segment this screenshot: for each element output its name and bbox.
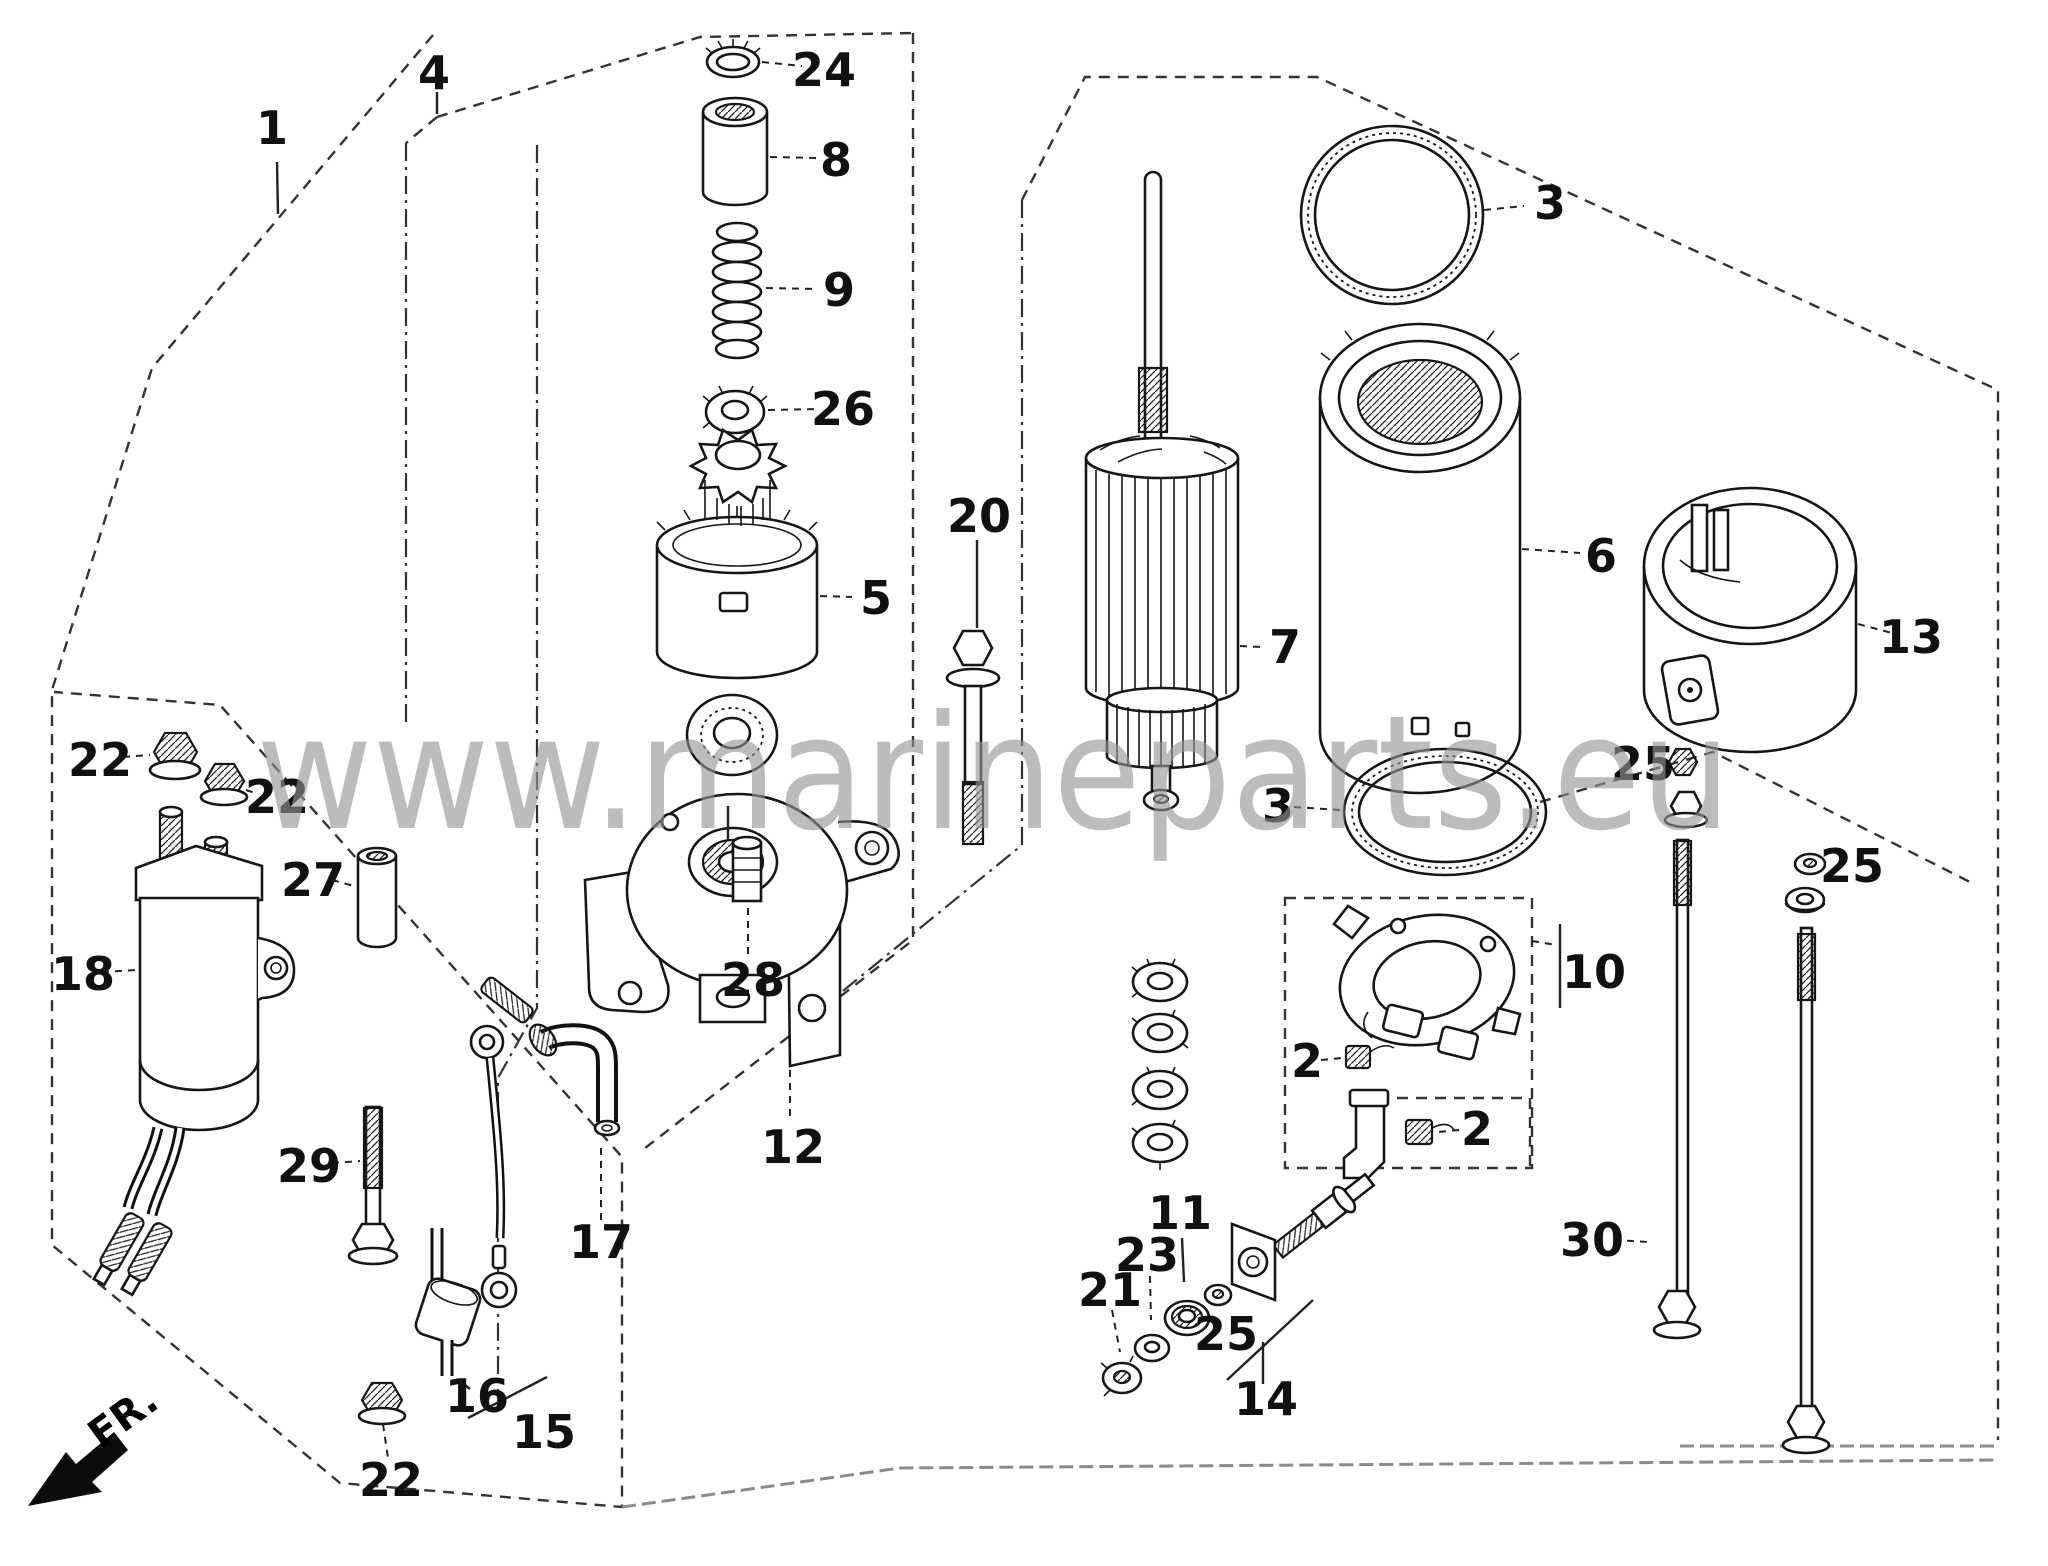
part-callout-12: 12 bbox=[761, 1120, 825, 1174]
part-callout-26: 26 bbox=[811, 382, 875, 436]
part-spacer-28 bbox=[731, 835, 763, 903]
part-bolt-29 bbox=[347, 1105, 399, 1266]
group-boundaries bbox=[50, 31, 2000, 1509]
part-callout-21: 21 bbox=[1078, 1263, 1142, 1317]
part-callout-2b: 2 bbox=[1461, 1102, 1493, 1156]
part-callout-11: 11 bbox=[1148, 1186, 1212, 1240]
part-callout-10: 10 bbox=[1562, 945, 1626, 999]
parts-art bbox=[92, 39, 1858, 1455]
part-callout-16: 16 bbox=[445, 1369, 509, 1423]
part-washer-25c bbox=[1203, 1283, 1233, 1307]
part-nut-22b bbox=[199, 762, 249, 807]
part-brush-2b bbox=[1404, 1118, 1455, 1146]
part-callout-2a: 2 bbox=[1291, 1034, 1323, 1088]
part-callout-25a: 25 bbox=[1611, 737, 1675, 791]
part-callout-28: 28 bbox=[721, 953, 785, 1007]
part-brush-2a bbox=[1344, 1044, 1395, 1070]
part-washer-25b bbox=[1784, 852, 1827, 914]
part-callout-24: 24 bbox=[792, 43, 856, 97]
part-callout-9: 9 bbox=[823, 263, 855, 317]
part-cable-15 bbox=[469, 976, 534, 1309]
part-bushing-8 bbox=[701, 96, 769, 207]
part-oring-3-bottom bbox=[1342, 747, 1548, 877]
part-brush-holder-10 bbox=[1332, 904, 1522, 1061]
part-callout-25b: 25 bbox=[1820, 839, 1884, 893]
part-callout-3a: 3 bbox=[1534, 176, 1566, 230]
part-callout-6: 6 bbox=[1585, 529, 1617, 583]
part-through-bolt-a bbox=[1652, 838, 1702, 1340]
part-washer-stack bbox=[1131, 958, 1189, 1170]
part-callout-17: 17 bbox=[569, 1215, 633, 1269]
part-housing-6 bbox=[1318, 322, 1522, 795]
part-armature-7 bbox=[1084, 170, 1240, 812]
part-washer-26 bbox=[702, 385, 768, 439]
part-washer-21 bbox=[1100, 1355, 1143, 1397]
part-callout-8: 8 bbox=[820, 133, 852, 187]
part-callout-4: 4 bbox=[418, 46, 450, 100]
part-callout-1: 1 bbox=[256, 101, 288, 155]
part-nut-25a bbox=[1663, 747, 1709, 829]
part-thrust-washer bbox=[685, 693, 779, 777]
part-joint-16 bbox=[414, 1228, 482, 1376]
watermark-text: www.marineparts.eu bbox=[256, 682, 1731, 866]
part-spacer-27 bbox=[356, 846, 398, 949]
part-callout-27: 27 bbox=[281, 853, 345, 907]
part-callout-22c: 22 bbox=[359, 1453, 423, 1507]
part-nut-22a bbox=[148, 731, 202, 781]
fr-arrow-icon bbox=[28, 1432, 128, 1506]
part-callout-22a: 22 bbox=[68, 733, 132, 787]
part-snap-ring-24 bbox=[705, 39, 761, 79]
part-solenoid-18 bbox=[92, 805, 296, 1297]
part-washer-11 bbox=[1163, 1299, 1211, 1337]
part-callout-22b: 22 bbox=[245, 770, 309, 824]
leader-lines bbox=[101, 61, 1893, 1459]
part-oring-3-top bbox=[1299, 124, 1485, 306]
part-callout-25c: 25 bbox=[1194, 1307, 1258, 1361]
part-washer-23 bbox=[1133, 1333, 1171, 1363]
part-callout-20: 20 bbox=[947, 489, 1011, 543]
part-through-bolt-b bbox=[1781, 926, 1831, 1455]
part-spring-9 bbox=[711, 221, 763, 360]
part-callout-5: 5 bbox=[860, 571, 892, 625]
part-bolt-20 bbox=[945, 629, 1001, 846]
part-callout-14: 14 bbox=[1234, 1372, 1298, 1426]
part-callout-30: 30 bbox=[1560, 1213, 1624, 1267]
part-pinion-clutch-5 bbox=[655, 427, 819, 680]
part-callout-29: 29 bbox=[277, 1139, 341, 1193]
orientation-arrow: FR. bbox=[28, 1377, 167, 1506]
part-callout-18: 18 bbox=[51, 947, 115, 1001]
part-callout-13: 13 bbox=[1879, 610, 1943, 664]
part-callout-15: 15 bbox=[512, 1405, 576, 1459]
part-elbow-17 bbox=[528, 1023, 621, 1137]
part-terminal-stud-14 bbox=[1230, 1088, 1390, 1302]
fr-label: FR. bbox=[80, 1377, 167, 1458]
part-nut-22c bbox=[357, 1381, 407, 1426]
part-callout-7: 7 bbox=[1269, 620, 1301, 674]
part-callout-23: 23 bbox=[1115, 1228, 1179, 1282]
part-callout-3b: 3 bbox=[1262, 779, 1294, 833]
part-end-cap-13 bbox=[1642, 486, 1858, 754]
